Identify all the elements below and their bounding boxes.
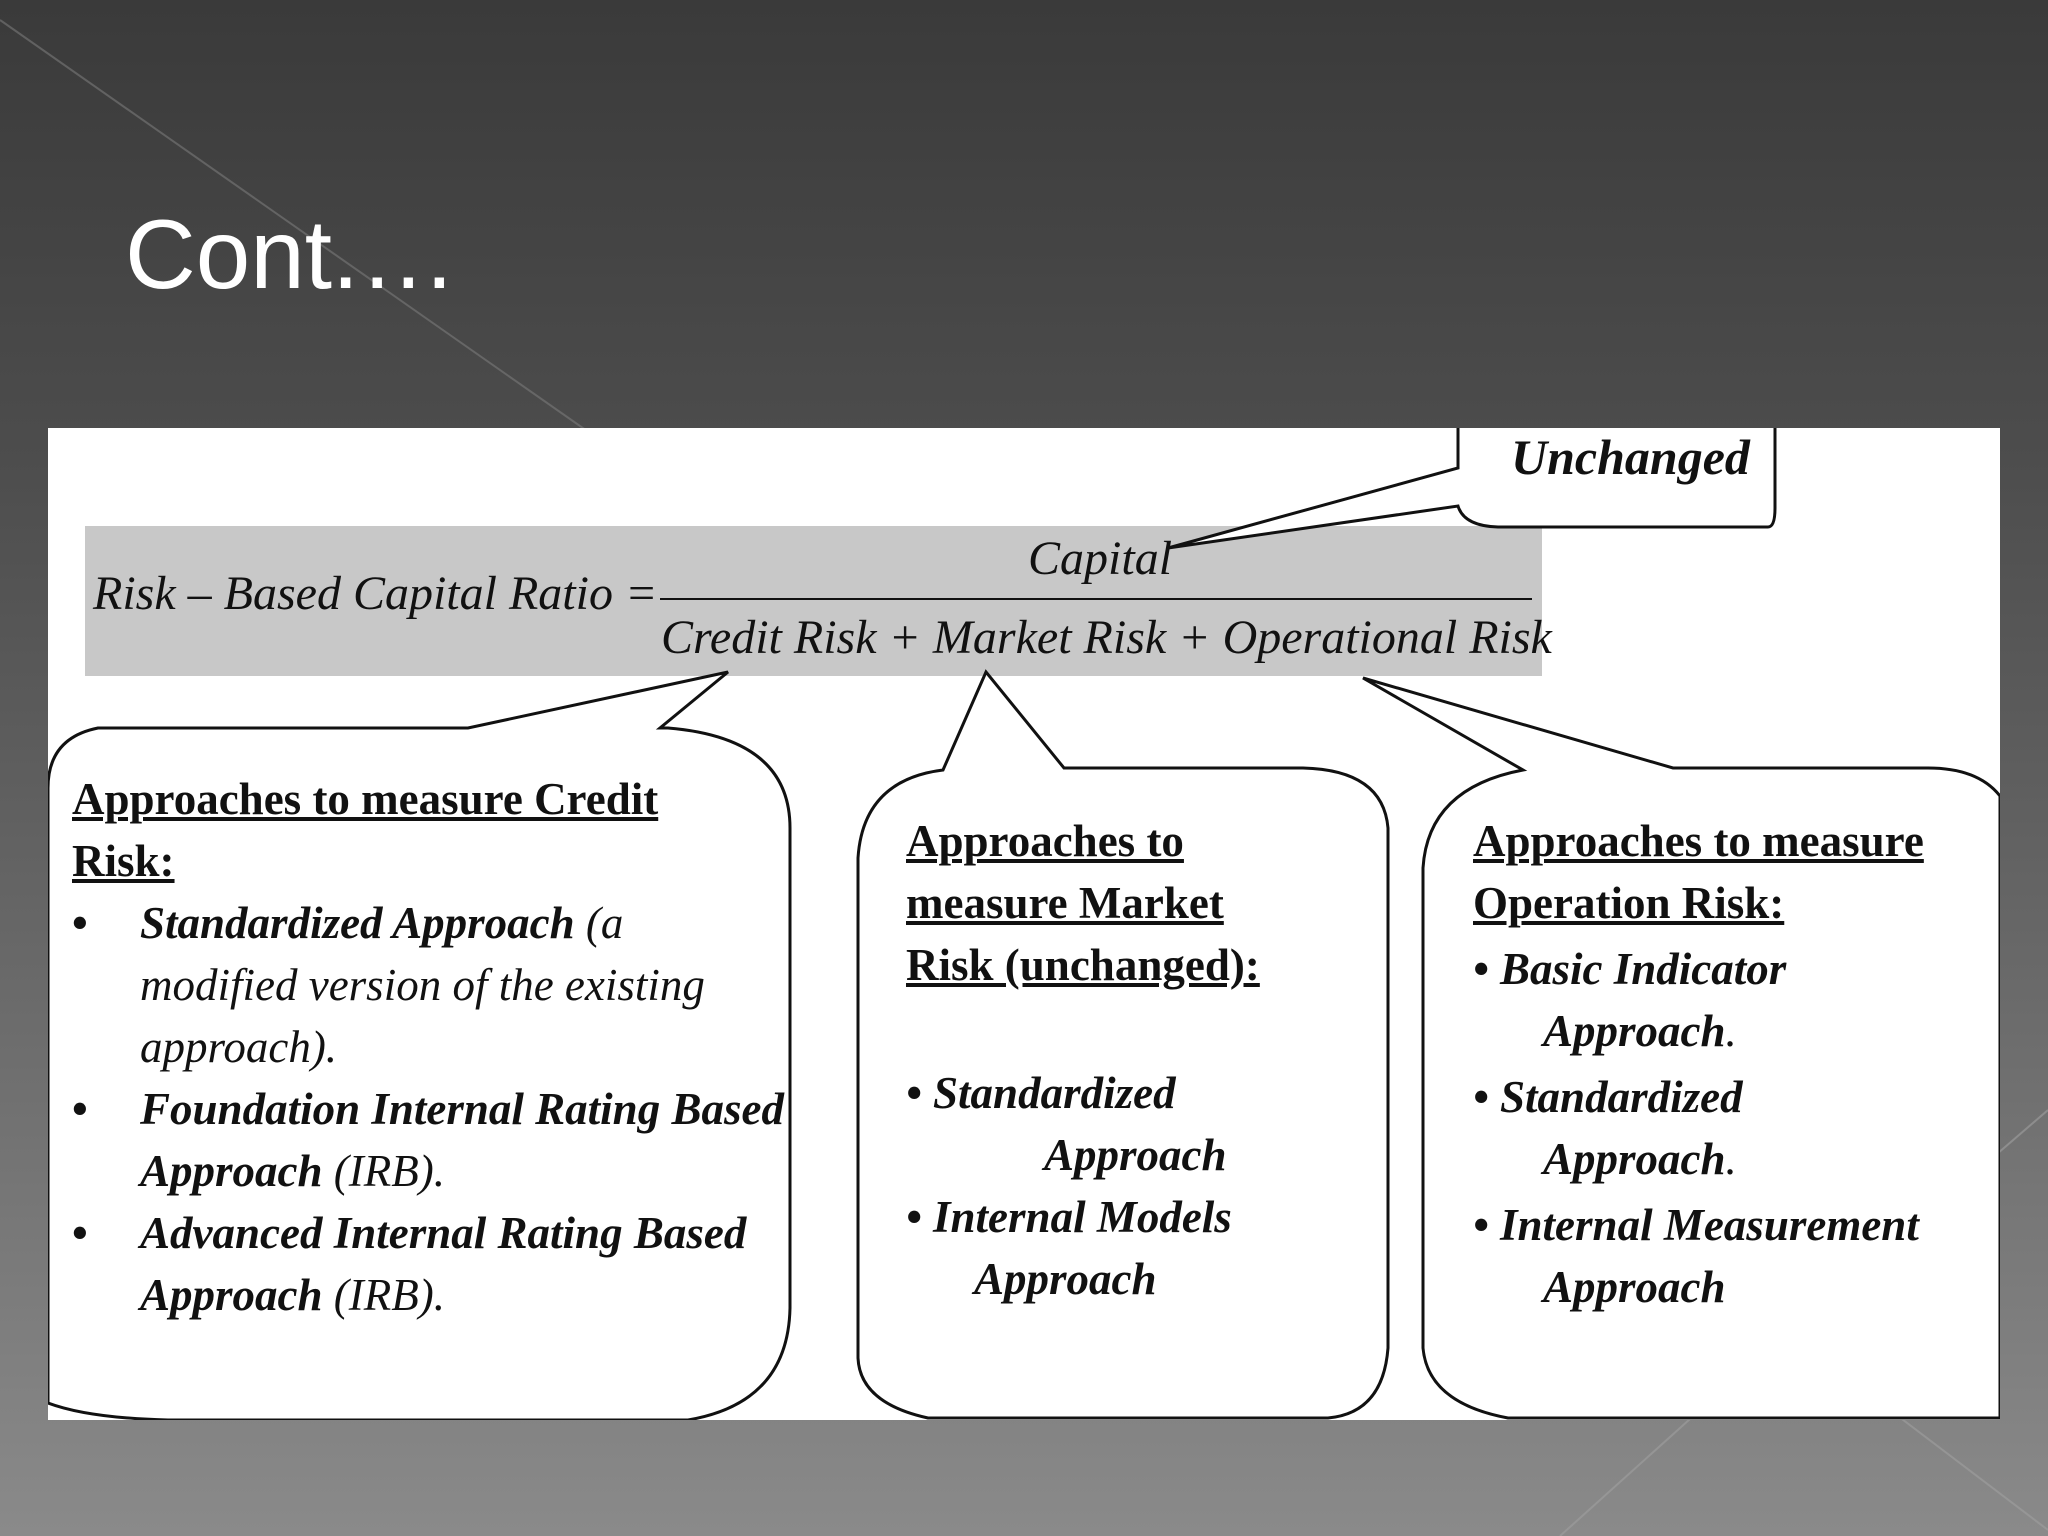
list-item: • Internal Models Approach [906, 1186, 1326, 1310]
list-item: • Standardized Approach (a modified vers… [72, 892, 792, 1078]
approach-name: Basic Indicator [1500, 944, 1787, 994]
operation-title-line1: Approaches to measure [1473, 816, 1924, 866]
unchanged-label: Unchanged [1511, 429, 1750, 485]
market-callout-shape [856, 669, 1390, 1420]
capital-ratio-diagram: Unchanged Risk – Based Capital Ratio = C… [48, 428, 2000, 1420]
bullet-icon: • [1473, 1072, 1489, 1122]
approach-name: Standardized [933, 1068, 1176, 1118]
credit-callout-shape [48, 670, 792, 1420]
approach-name-cont: Approach [974, 1254, 1157, 1304]
approach-note: (IRB). [322, 1270, 445, 1320]
bullet-icon: • [72, 898, 88, 948]
formula-lhs: Risk – Based Capital Ratio = [93, 567, 658, 620]
approach-note: (IRB). [322, 1146, 445, 1196]
bullet-icon: • [72, 1084, 88, 1134]
approach-note: (a modified version of the existing appr… [140, 898, 705, 1072]
approach-name-cont: Approach [1543, 1006, 1726, 1056]
credit-title-line1: Approaches to measure Credit [72, 774, 659, 824]
formula-band [85, 526, 1542, 676]
market-title-line1: Approaches to [906, 816, 1184, 866]
list-item: • Standardized Approach. [1473, 1066, 1993, 1190]
credit-approach-list: • Standardized Approach (a modified vers… [72, 892, 792, 1326]
approach-dot: . [1725, 1134, 1737, 1184]
approach-name-cont: Approach [1543, 1134, 1726, 1184]
market-risk-box: Approaches to measure Market Risk (uncha… [906, 810, 1326, 1310]
approach-name: Standardized [1500, 1072, 1743, 1122]
list-item: • Foundation Internal Rating Based Appro… [72, 1078, 792, 1202]
market-approach-list: • Standardized Approach • Internal Model… [906, 1062, 1326, 1310]
bullet-icon: • [906, 1192, 922, 1242]
formula-numerator: Capital [1028, 532, 1173, 585]
approach-dot: . [1725, 1006, 1737, 1056]
operation-approach-list: • Basic Indicator Approach. • Standardiz… [1473, 938, 1993, 1318]
credit-risk-box: Approaches to measure Credit Risk: • Sta… [72, 768, 792, 1326]
bullet-icon: • [1473, 944, 1489, 994]
operation-title-line2: Operation Risk: [1473, 878, 1785, 928]
credit-box-title: Approaches to measure Credit Risk: [72, 768, 792, 892]
market-box-title: Approaches to measure Market Risk (uncha… [906, 810, 1326, 996]
unchanged-callout-shape [1167, 428, 1777, 550]
formula-denominator: Credit Risk + Market Risk + Operational … [661, 611, 1552, 664]
list-item: • Advanced Internal Rating Based Approac… [72, 1202, 792, 1326]
bullet-icon: • [72, 1208, 88, 1258]
list-item: • Basic Indicator Approach. [1473, 938, 1993, 1062]
approach-name: Foundation Internal Rating Based Approac… [140, 1084, 784, 1196]
market-title-line2: measure Market [906, 878, 1224, 928]
list-item: • Internal Measurement Approach [1473, 1194, 1993, 1318]
approach-name-cont: Approach [1044, 1130, 1227, 1180]
market-title-line3: Risk (unchanged): [906, 940, 1260, 990]
list-item: • Standardized Approach [906, 1062, 1326, 1186]
approach-name: Standardized Approach [140, 898, 575, 948]
approach-name: Internal Models [933, 1192, 1232, 1242]
bullet-icon: • [906, 1068, 922, 1118]
operation-box-title: Approaches to measure Operation Risk: [1473, 810, 1993, 934]
credit-title-line2: Risk: [72, 836, 175, 886]
approach-name-cont: Approach [1543, 1262, 1726, 1312]
slide-title: Cont.… [125, 199, 458, 309]
operation-callout-shape [1362, 676, 2000, 1420]
operation-risk-box: Approaches to measure Operation Risk: • … [1473, 810, 1993, 1318]
bullet-icon: • [1473, 1200, 1489, 1250]
fraction-bar [660, 598, 1532, 600]
callout-shapes [48, 428, 2000, 1420]
approach-name: Advanced Internal Rating Based Approach [140, 1208, 747, 1320]
approach-name: Internal Measurement [1500, 1200, 1919, 1250]
